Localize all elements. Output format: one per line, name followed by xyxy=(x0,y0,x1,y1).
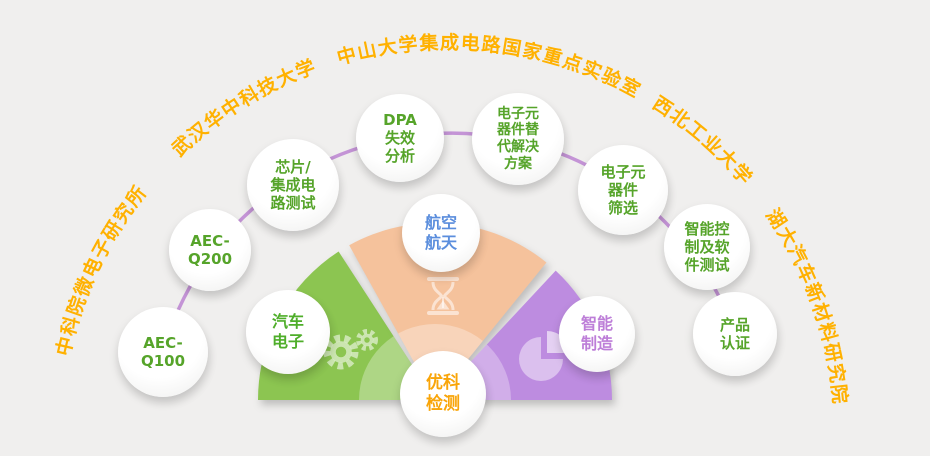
service-node-aec-q100: AEC- Q100 xyxy=(118,307,208,397)
gears-icon xyxy=(323,329,378,370)
service-node-intelligent-control-software-test: 智能控 制及软 件测试 xyxy=(664,204,750,290)
org-label-hnu: 湖大汽车新材料研究院 xyxy=(761,205,852,406)
service-node-aec-q200: AEC- Q200 xyxy=(169,209,251,291)
service-node-component-screening: 电子元 器件 筛选 xyxy=(578,145,668,235)
service-node-component-replacement: 电子元 器件替 代解决 方案 xyxy=(472,93,564,185)
fan-inner-highlight xyxy=(359,324,511,400)
sector-manufacturing xyxy=(435,270,612,400)
service-node-dpa-failure-analysis: DPA 失效 分析 xyxy=(356,94,444,182)
center-badge-uke-testing: 优科 检测 xyxy=(400,351,486,437)
service-node-chip-ic-test: 芯片/ 集成电 路测试 xyxy=(247,139,339,231)
sector-label-intelligent-manufacturing: 智能 制造 xyxy=(559,296,635,372)
hourglass-icon xyxy=(427,277,459,315)
org-label-text: 湖大汽车新材料研究院 xyxy=(761,205,850,406)
org-label-text: 中山大学集成电路国家重点实验室 xyxy=(334,31,643,103)
service-node-product-certification: 产品 认证 xyxy=(693,292,777,376)
sector-label-automotive-electronics: 汽车 电子 xyxy=(246,290,330,374)
org-label-sysu: 中山大学集成电路国家重点实验室 xyxy=(334,31,645,103)
sector-label-aerospace: 航空 航天 xyxy=(402,194,480,272)
